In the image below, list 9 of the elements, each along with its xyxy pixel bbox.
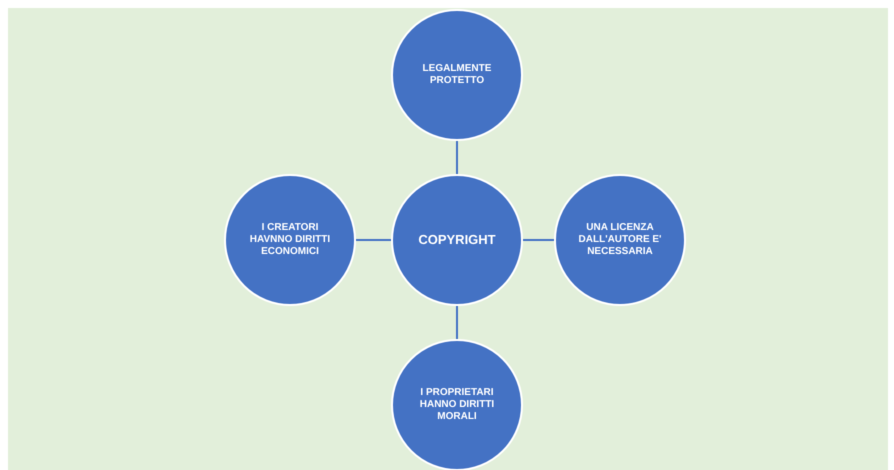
connector-line	[456, 141, 458, 174]
node-label: COPYRIGHT	[418, 234, 496, 246]
connector-line	[523, 239, 554, 241]
connector-line	[456, 306, 458, 339]
node-label: LEGALMENTE PROTETTO	[422, 63, 492, 87]
node-label: I PROPRIETARI HANNO DIRITTI MORALI	[418, 387, 496, 423]
node-label: UNA LICENZA DALL'AUTORE E' NECESSARIA	[578, 222, 662, 258]
connector-line	[356, 239, 391, 241]
node-label: I CREATORI HAVNNO DIRITTI ECONOMICI	[248, 222, 332, 258]
